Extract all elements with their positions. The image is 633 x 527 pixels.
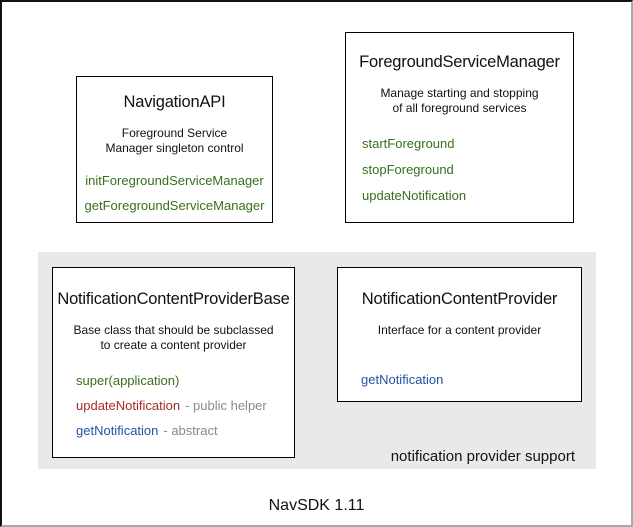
box-title: NavigationAPI [123, 93, 226, 111]
sdk-version-label: NavSDK 1.11 [268, 497, 365, 514]
class-box-navigation-api: NavigationAPI Foreground Service Manager… [76, 76, 273, 223]
method-updateNotification: updateNotification [362, 188, 573, 203]
method-name: getNotification [76, 423, 159, 438]
method-super-application: super(application) [76, 373, 294, 388]
description-line: Manage starting and stopping [380, 86, 539, 100]
method-note: - public helper [185, 398, 267, 413]
method-startForeground: startForeground [362, 136, 573, 151]
method-initForegroundServiceManager: initForegroundServiceManager [77, 173, 272, 188]
method-getNotification: getNotification [361, 372, 581, 387]
method-name: startForeground [362, 136, 455, 151]
method-getNotification: getNotification - abstract [76, 423, 294, 438]
method-updateNotification: updateNotification - public helper [76, 398, 294, 413]
class-box-notification-content-provider-base: NotificationContentProviderBase Base cla… [52, 267, 295, 458]
method-name: getNotification [361, 372, 444, 387]
method-note: - abstract [163, 423, 218, 438]
method-name: stopForeground [362, 162, 454, 177]
method-list: super(application) updateNotification - p… [53, 373, 294, 438]
box-description: Interface for a content provider [338, 323, 581, 338]
description-line: Manager singleton control [105, 141, 244, 155]
description-line: Base class that should be subclassed [73, 323, 274, 337]
box-title: NotificationContentProvider [361, 290, 558, 308]
box-description: Foreground Service Manager singleton con… [77, 126, 272, 156]
description-line: Interface for a content provider [377, 323, 542, 337]
method-name: updateNotification [362, 188, 467, 203]
method-name: updateNotification [76, 398, 181, 413]
box-description: Base class that should be subclassed to … [53, 323, 294, 353]
method-getForegroundServiceManager: getForegroundServiceManager [77, 198, 272, 213]
description-line: of all foreground services [392, 101, 527, 115]
method-list: startForeground stopForeground updateNot… [346, 136, 573, 203]
class-box-foreground-service-manager: ForegroundServiceManager Manage starting… [345, 32, 574, 223]
method-name: initForegroundServiceManager [85, 173, 264, 188]
group-label: notification provider support [390, 448, 575, 465]
method-list: initForegroundServiceManager getForegrou… [77, 173, 272, 213]
description-line: to create a content provider [100, 338, 247, 352]
method-name: getForegroundServiceManager [84, 198, 265, 213]
description-line: Foreground Service [121, 126, 228, 140]
method-name: super(application) [76, 373, 180, 388]
box-title: NotificationContentProviderBase [57, 290, 290, 308]
method-stopForeground: stopForeground [362, 162, 573, 177]
class-box-notification-content-provider: NotificationContentProvider Interface fo… [337, 267, 582, 402]
box-description: Manage starting and stopping of all fore… [346, 86, 573, 116]
box-title: ForegroundServiceManager [359, 53, 560, 71]
method-list: getNotification [338, 372, 581, 387]
